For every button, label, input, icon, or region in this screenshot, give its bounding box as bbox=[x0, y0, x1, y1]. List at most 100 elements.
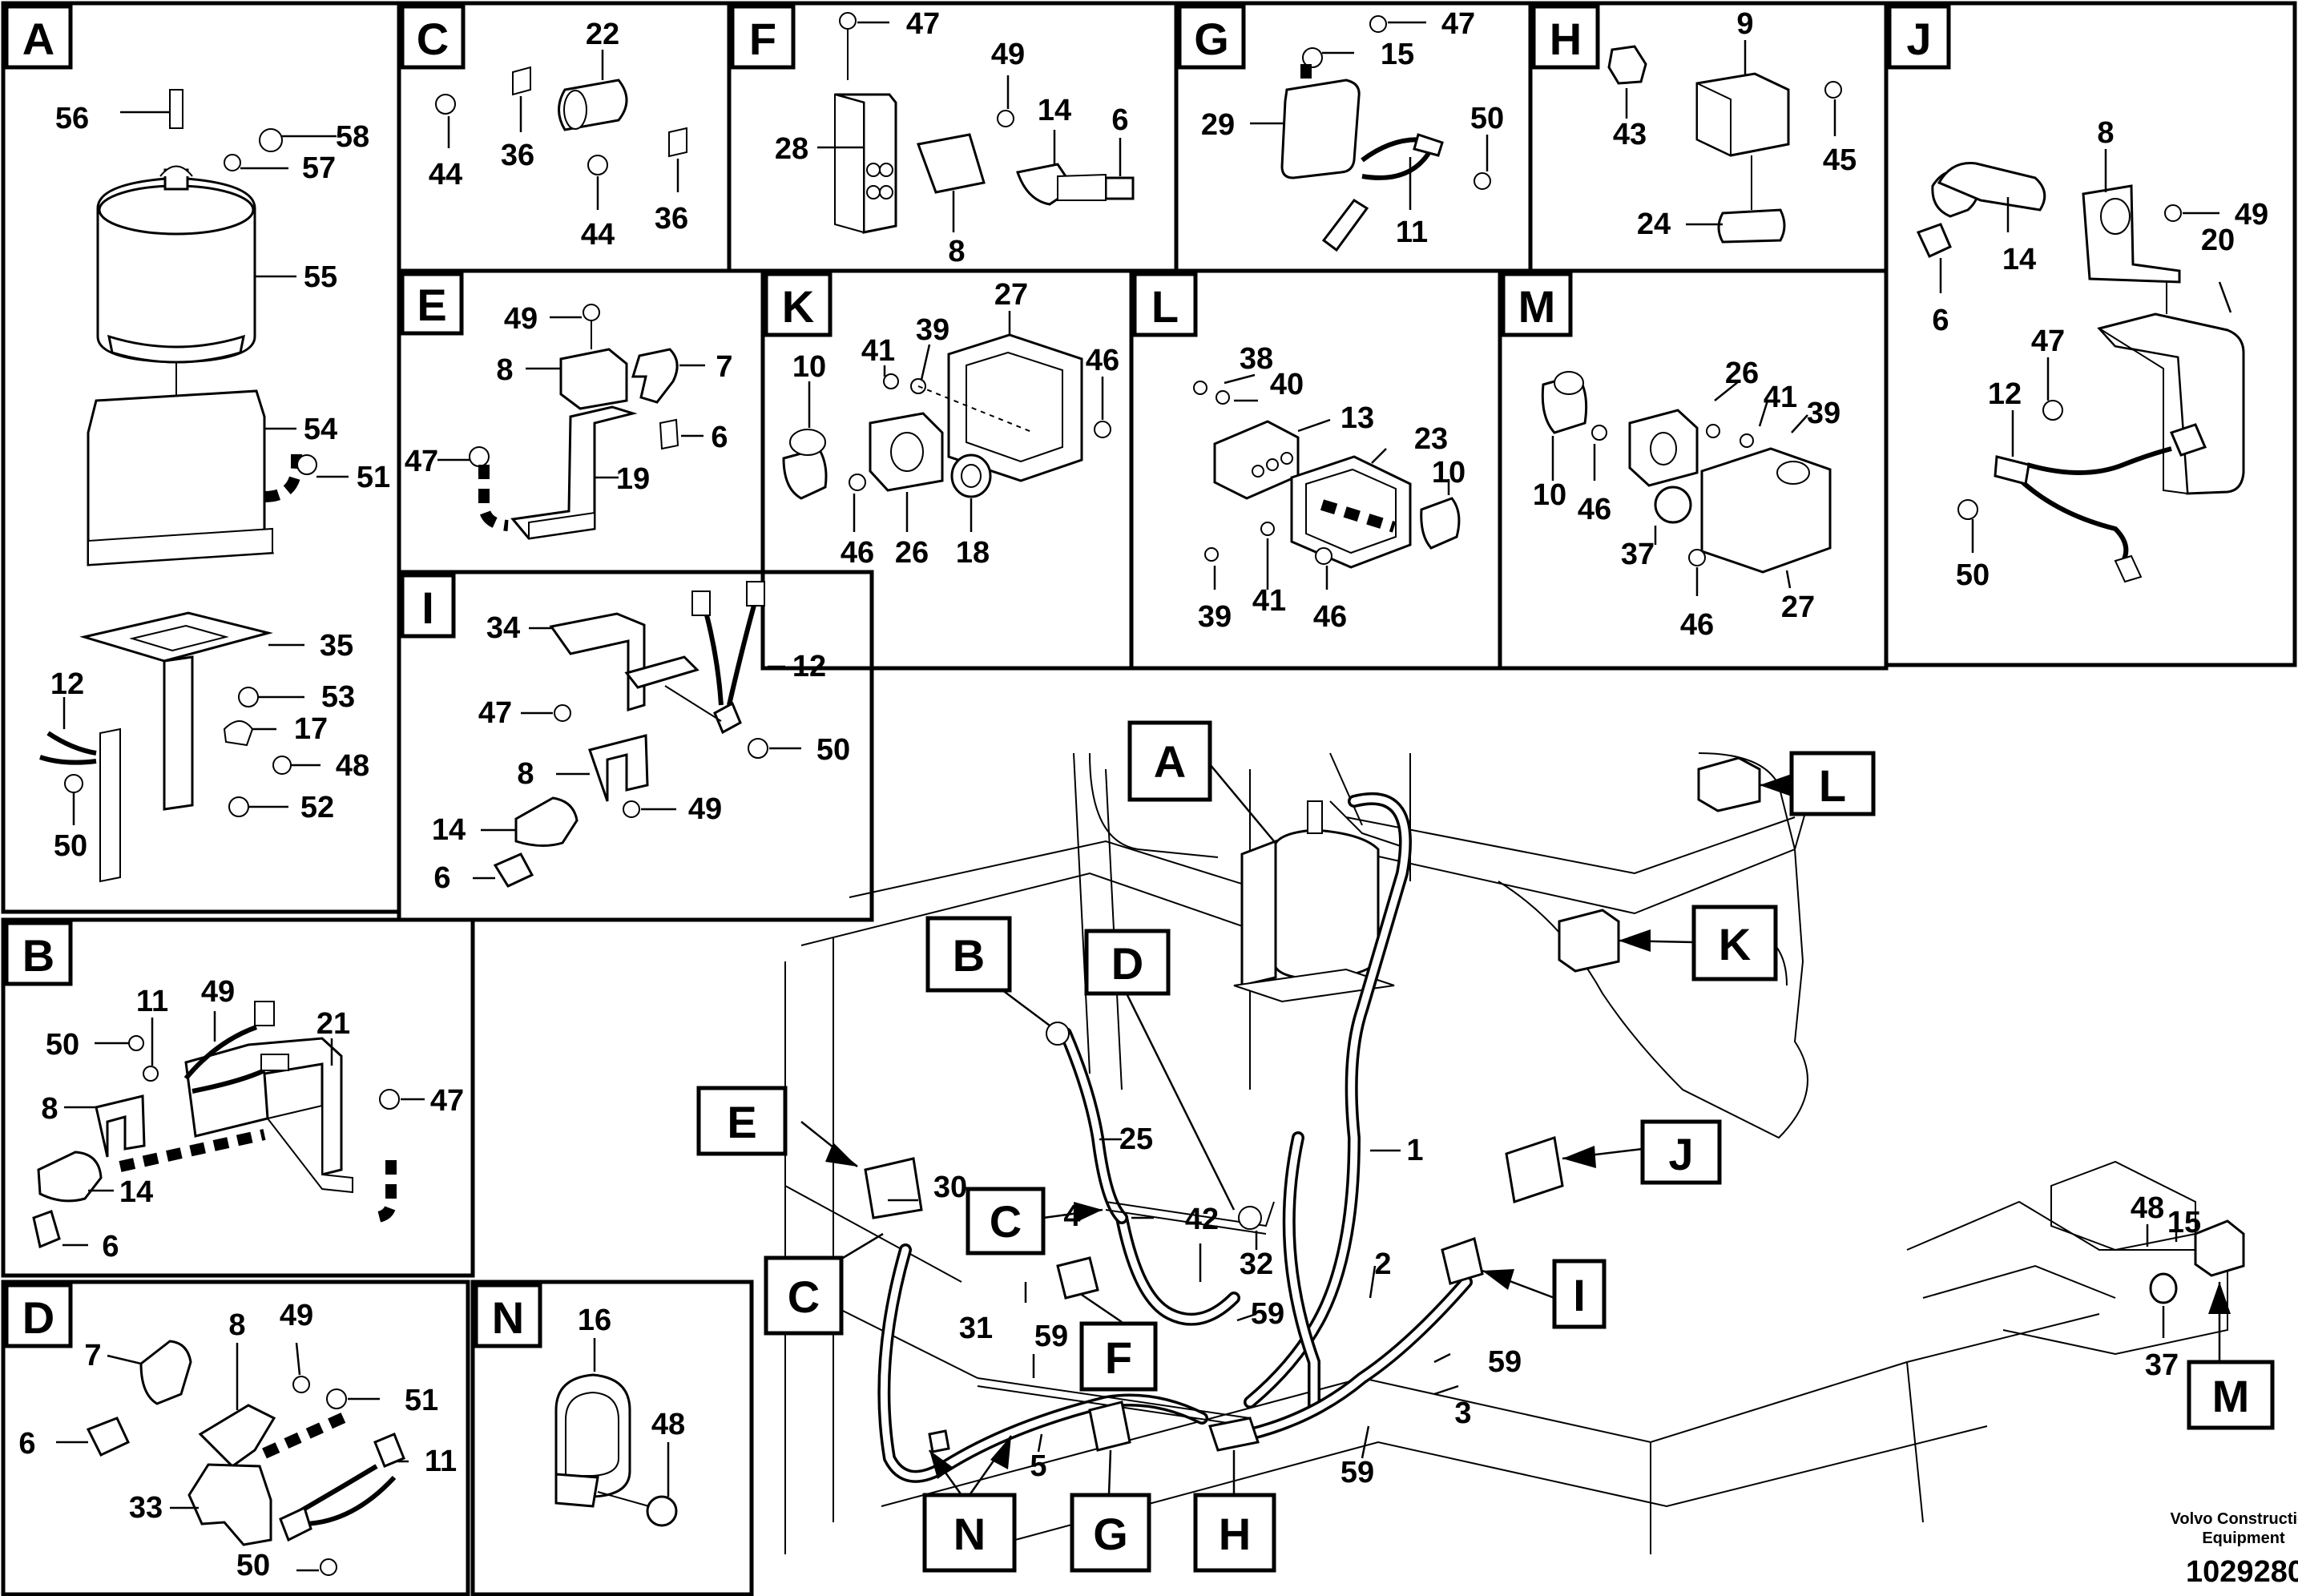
label-a-54: 54 bbox=[304, 413, 337, 446]
panel-k-letter-text: K bbox=[782, 281, 814, 332]
panel-k-letter: K bbox=[764, 272, 833, 337]
bolt-53 bbox=[238, 687, 259, 707]
overview-housing-k bbox=[1558, 909, 1620, 973]
callout-e-text: E bbox=[727, 1097, 756, 1147]
label-g-50: 50 bbox=[1470, 102, 1504, 135]
arrow-c bbox=[1074, 1202, 1103, 1223]
connector-6-j bbox=[1916, 223, 1952, 258]
overview-accumulator-bracket bbox=[1240, 839, 1277, 987]
sleeve-f bbox=[1057, 173, 1107, 201]
label-ov-59-b: 59 bbox=[1034, 1320, 1068, 1353]
grommet-37-m bbox=[1654, 486, 1692, 524]
bolt-49-i bbox=[623, 800, 640, 818]
clamp-36-left bbox=[512, 66, 531, 96]
accumulator-collar bbox=[107, 334, 245, 364]
bracket-8-f bbox=[916, 133, 986, 194]
plug-j bbox=[2169, 423, 2207, 457]
bolt-51-d bbox=[326, 1388, 347, 1409]
panel-j-drawing: 8 49 14 6 20 47 12 50 bbox=[1916, 116, 2268, 592]
label-d-51: 51 bbox=[405, 1384, 438, 1417]
bolt-41-k bbox=[883, 373, 899, 389]
panel-j-letter-text: J bbox=[1906, 14, 1931, 64]
support-leg bbox=[99, 727, 121, 883]
label-b-47: 47 bbox=[430, 1084, 464, 1118]
sensor-harness-12-i bbox=[703, 602, 757, 706]
label-ov-25: 25 bbox=[1119, 1122, 1153, 1156]
footer: Volvo Construction Equipment 1029280 bbox=[2171, 1510, 2298, 1589]
callout-k-text: K bbox=[1719, 919, 1751, 969]
callout-d: D bbox=[1084, 929, 1171, 996]
arrow-m bbox=[2208, 1282, 2231, 1314]
accumulator-sensor bbox=[169, 89, 183, 129]
callout-c-upper-text: C bbox=[990, 1196, 1022, 1247]
label-j-8: 8 bbox=[2097, 116, 2114, 150]
overview-fitting-b bbox=[1046, 1022, 1070, 1046]
label-h-45: 45 bbox=[1823, 143, 1857, 177]
label-j-49: 49 bbox=[2235, 198, 2268, 232]
elbow-14-b bbox=[37, 1151, 103, 1203]
bracket-21-flange bbox=[266, 1104, 353, 1194]
label-d-8: 8 bbox=[228, 1308, 245, 1342]
support-column bbox=[163, 655, 194, 811]
label-i-34: 34 bbox=[486, 611, 520, 645]
plug-i-left bbox=[691, 590, 711, 616]
bolt-47-e-path bbox=[478, 465, 509, 531]
panel-c-letter: C bbox=[400, 4, 466, 70]
label-ov-1: 1 bbox=[1406, 1134, 1423, 1167]
housing-27-m-opening bbox=[1776, 461, 1810, 485]
panel-f-drawing: 47 49 14 6 28 8 bbox=[775, 7, 1135, 268]
panel-n-letter: N bbox=[474, 1283, 542, 1348]
bolt-44-left bbox=[435, 94, 456, 115]
label-m-37: 37 bbox=[1621, 538, 1655, 571]
sensor-d-body bbox=[279, 1505, 312, 1542]
bolt-50-d bbox=[320, 1558, 337, 1576]
housing-27-k-window bbox=[966, 351, 1063, 463]
label-i-8: 8 bbox=[517, 757, 534, 791]
harness-dash-b bbox=[119, 1129, 266, 1172]
callout-a-text: A bbox=[1154, 736, 1186, 787]
overview-drawing: A L B D K E C J C I F N G H M 25 1 30 4 … bbox=[696, 720, 2275, 1573]
label-e-49: 49 bbox=[504, 302, 538, 336]
label-b-21: 21 bbox=[316, 1007, 350, 1041]
label-j-47: 47 bbox=[2031, 324, 2065, 358]
block-9-face bbox=[1696, 82, 1732, 157]
label-a-48: 48 bbox=[336, 749, 369, 783]
bolt-49-j bbox=[2164, 204, 2182, 222]
label-ov-3: 3 bbox=[1454, 1396, 1471, 1430]
bolt-46-m-b bbox=[1688, 549, 1706, 566]
label-l-40: 40 bbox=[1270, 368, 1304, 401]
clamp-16-inner bbox=[565, 1391, 619, 1477]
panel-l-letter-text: L bbox=[1151, 281, 1179, 332]
bolt-48-n-shank bbox=[597, 1491, 650, 1507]
tee-24 bbox=[1717, 208, 1786, 244]
plate-26-k-hole bbox=[890, 432, 924, 472]
sensor-harness-12-j bbox=[2010, 446, 2172, 562]
panel-f-letter-text: F bbox=[749, 14, 776, 64]
label-a-53: 53 bbox=[321, 680, 355, 714]
overview-grommet-37 bbox=[2149, 1272, 2178, 1304]
fitting-58 bbox=[259, 128, 283, 152]
washer-40 bbox=[1216, 390, 1230, 405]
overview-sensor-i bbox=[1441, 1237, 1484, 1285]
callout-c-upper: C bbox=[966, 1187, 1046, 1255]
frame-outline-floor bbox=[881, 1313, 2100, 1555]
bracket-8-i bbox=[588, 734, 649, 802]
panel-b-letter: B bbox=[4, 921, 73, 986]
arrow-e bbox=[825, 1143, 857, 1167]
label-h-9: 9 bbox=[1736, 7, 1753, 41]
connector-10-m-ring bbox=[1554, 371, 1584, 395]
screw-38 bbox=[1193, 381, 1207, 395]
sensor-11 bbox=[1413, 133, 1444, 157]
panel-a-letter-text: A bbox=[22, 14, 54, 64]
sensor-harness-11-d bbox=[293, 1464, 397, 1526]
plate-29 bbox=[1280, 79, 1361, 179]
callout-n-text: N bbox=[953, 1509, 986, 1559]
bracket-28-flange bbox=[834, 93, 865, 234]
bolt-49-f bbox=[997, 110, 1014, 127]
callout-a: A bbox=[1127, 720, 1212, 802]
brand-line-2: Equipment bbox=[2202, 1530, 2285, 1547]
sensor-11-d bbox=[373, 1433, 405, 1468]
connector-10-k-ring bbox=[789, 429, 826, 456]
arrow-i bbox=[1482, 1269, 1514, 1290]
